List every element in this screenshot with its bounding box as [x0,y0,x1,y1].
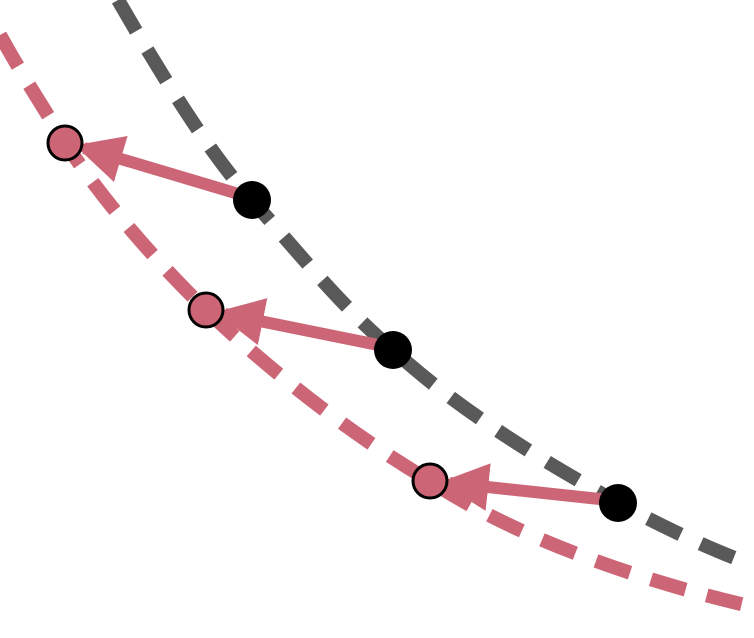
shifted-point-3 [411,462,449,500]
original-point-1 [233,181,271,219]
original-point-3 [599,484,637,522]
original-point-2 [374,331,412,369]
shifted-curve [0,31,747,612]
shifted-points [46,124,449,500]
shift-arrow-3 [440,463,619,511]
original-points [233,181,637,522]
shift-arrow-1 [74,135,254,204]
shifted-point-2 [187,291,225,329]
shift-arrows [74,135,619,511]
original-curve [111,0,754,572]
shift-arrow-2 [215,298,395,354]
shifted-point-1 [46,124,84,162]
